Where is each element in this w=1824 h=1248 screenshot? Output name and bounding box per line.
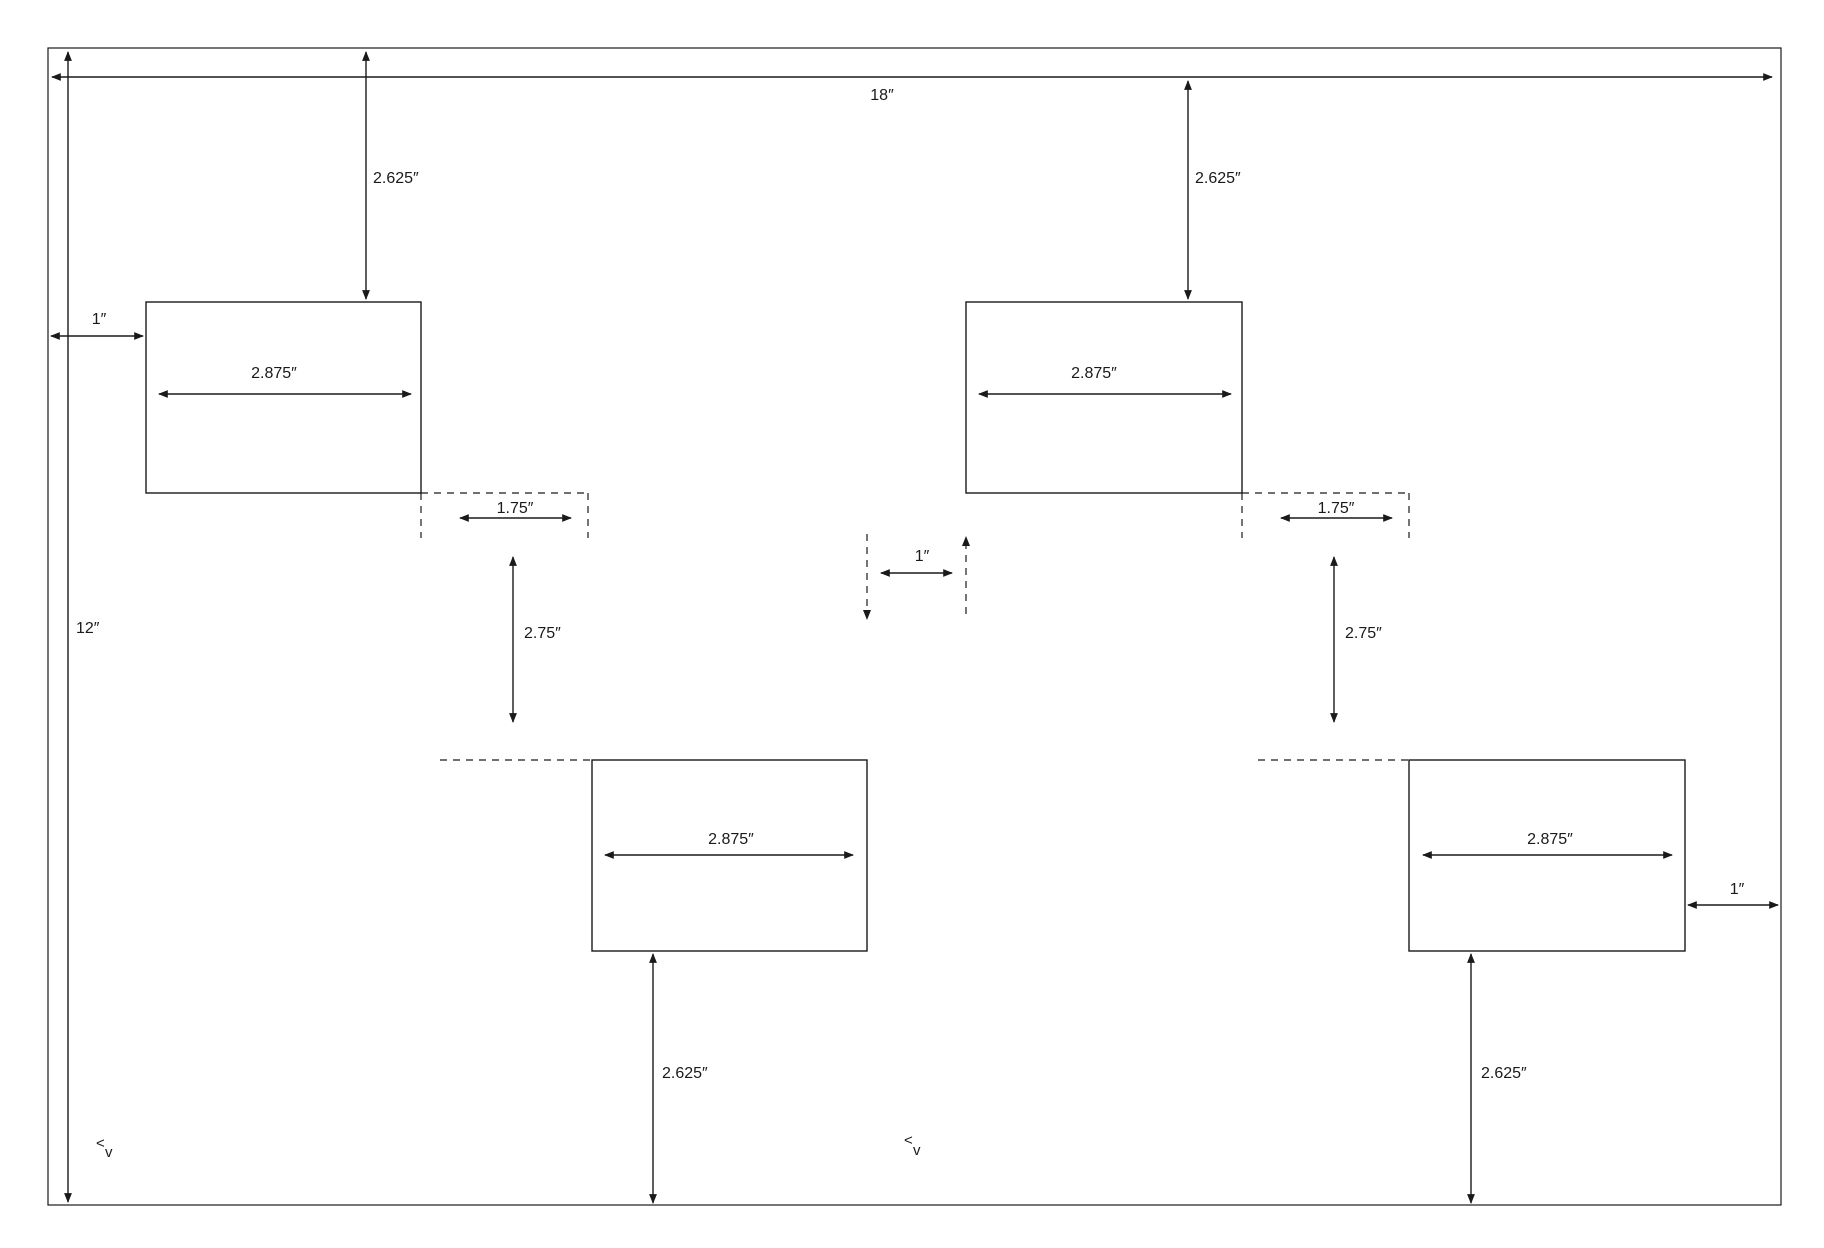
top-gap-left-dimension: 2.625″ <box>362 51 419 300</box>
corner-mark-bottom: v <box>913 1142 921 1159</box>
vertical-gap-left-dimension: 2.75″ <box>440 556 592 761</box>
vertical-gap-left-label: 2.75″ <box>524 625 561 642</box>
stagger-right-label: 1.75″ <box>1318 500 1355 517</box>
stagger-left-label: 1.75″ <box>497 500 534 517</box>
top-gap-right-dimension: 2.625″ <box>1184 80 1241 300</box>
panel-width-label: 2.875″ <box>1527 831 1573 848</box>
panel-bottom-left-width: 2.875″ <box>604 831 854 859</box>
vertical-gap-right-label: 2.75″ <box>1345 625 1382 642</box>
corner-mark-top: < <box>96 1135 105 1152</box>
bottom-gap-left-dimension: 2.625″ <box>649 953 708 1204</box>
sheet-border <box>47 47 1782 1206</box>
panel-top-left <box>145 301 422 494</box>
right-margin-dimension: 1″ <box>1687 881 1779 909</box>
center-gap-dimension: 1″ <box>863 534 970 620</box>
bottom-gap-right-label: 2.625″ <box>1481 1065 1527 1082</box>
panel-width-label: 2.875″ <box>1071 365 1117 382</box>
panel-top-right-width: 2.875″ <box>978 365 1232 398</box>
panel-width-label: 2.875″ <box>708 831 754 848</box>
panel-top-right <box>965 301 1243 494</box>
sheet-height-label: 12″ <box>76 620 100 637</box>
vertical-gap-right-dimension: 2.75″ <box>1258 556 1409 761</box>
panel-bottom-right-width: 2.875″ <box>1422 831 1673 859</box>
panel-width-label: 2.875″ <box>251 365 297 382</box>
top-gap-right-label: 2.625″ <box>1195 170 1241 187</box>
stagger-left-dimension: 1.75″ <box>420 492 589 538</box>
left-margin-label: 1″ <box>92 311 107 328</box>
corner-mark-left: < v <box>96 1135 113 1161</box>
corner-mark-bottom: v <box>105 1144 113 1161</box>
sheet-width-dimension: 18″ <box>51 73 1773 104</box>
sheet-height-dimension: 12″ <box>64 51 100 1203</box>
corner-mark-center: < v <box>904 1132 921 1159</box>
left-margin-dimension: 1″ <box>50 311 144 340</box>
right-margin-label: 1″ <box>1730 881 1745 898</box>
top-gap-left-label: 2.625″ <box>373 170 419 187</box>
corner-mark-top: < <box>904 1132 913 1149</box>
sheet-width-label: 18″ <box>870 87 894 104</box>
bottom-gap-right-dimension: 2.625″ <box>1467 953 1527 1204</box>
stagger-right-dimension: 1.75″ <box>1241 492 1410 538</box>
center-gap-label: 1″ <box>915 548 930 565</box>
bottom-gap-left-label: 2.625″ <box>662 1065 708 1082</box>
panel-top-left-width: 2.875″ <box>158 365 412 398</box>
